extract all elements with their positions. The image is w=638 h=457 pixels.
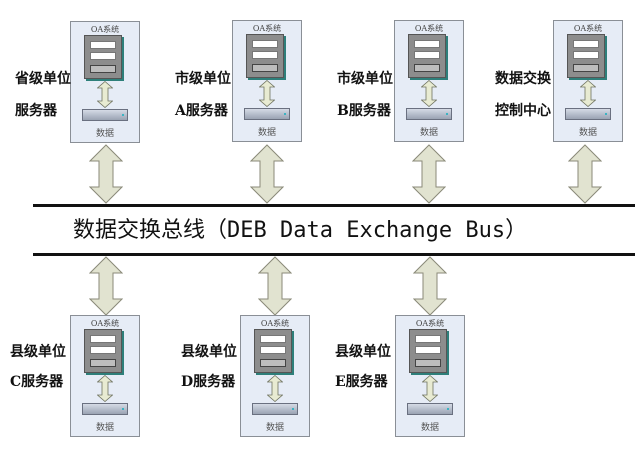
node-county-e-server: OA系统 数据 bbox=[395, 315, 465, 437]
node-label: 市级单位 B服务器 bbox=[337, 66, 393, 124]
node-county-c-server: OA系统 数据 bbox=[70, 315, 140, 437]
oa-system-label: OA系统 bbox=[415, 319, 445, 328]
node-label-line1: 省级单位 bbox=[15, 71, 71, 87]
bus-connection-arrow bbox=[89, 256, 123, 316]
node-label-line2: 控制中心 bbox=[495, 103, 551, 119]
node-label: 县级单位 C服务器 bbox=[10, 339, 66, 395]
node-label-line1: 县级单位 bbox=[181, 344, 237, 360]
data-label: 数据 bbox=[95, 423, 114, 433]
server-icon bbox=[84, 329, 122, 373]
bus-bottom-line bbox=[33, 253, 635, 256]
node-label-line1: 县级单位 bbox=[335, 344, 391, 360]
node-label: 市级单位 A服务器 bbox=[175, 66, 231, 124]
node-label-line2: E服务器 bbox=[335, 374, 388, 390]
node-label-line1: 数据交换 bbox=[495, 71, 551, 87]
server-icon bbox=[409, 329, 447, 373]
node-city-a-server: OA系统 数据 bbox=[232, 20, 302, 142]
server-icon bbox=[254, 329, 292, 373]
data-label: 数据 bbox=[578, 128, 597, 138]
data-label: 数据 bbox=[95, 129, 114, 139]
oa-system-label: OA系统 bbox=[90, 25, 120, 34]
node-provincial-server: OA系统 数据 bbox=[70, 21, 140, 143]
database-icon bbox=[82, 109, 128, 121]
oa-system-label: OA系统 bbox=[414, 24, 444, 33]
node-exchange-control-center: OA系统 数据 bbox=[553, 20, 623, 142]
bidirectional-arrow-icon bbox=[421, 80, 437, 107]
node-label-line1: 市级单位 bbox=[337, 71, 393, 87]
node-label: 省级单位 服务器 bbox=[15, 66, 71, 124]
bus-top-line bbox=[33, 204, 635, 207]
node-label-line2: B服务器 bbox=[337, 103, 391, 119]
bidirectional-arrow-icon bbox=[267, 375, 283, 402]
bus-title: 数据交换总线（DEB Data Exchange Bus） bbox=[73, 218, 528, 243]
node-label: 数据交换 控制中心 bbox=[495, 66, 551, 124]
server-icon bbox=[408, 34, 446, 78]
data-label: 数据 bbox=[420, 423, 439, 433]
server-icon bbox=[246, 34, 284, 78]
bidirectional-arrow-icon bbox=[97, 375, 113, 402]
bidirectional-arrow-icon bbox=[97, 81, 113, 108]
server-icon bbox=[84, 35, 122, 79]
data-label: 数据 bbox=[419, 128, 438, 138]
node-label-line2: D服务器 bbox=[181, 374, 236, 390]
bus-connection-arrow bbox=[89, 144, 123, 204]
bidirectional-arrow-icon bbox=[259, 80, 275, 107]
bus-connection-arrow bbox=[250, 144, 284, 204]
bus-connection-arrow bbox=[258, 256, 292, 316]
database-icon bbox=[407, 403, 453, 415]
oa-system-label: OA系统 bbox=[573, 24, 603, 33]
bidirectional-arrow-icon bbox=[422, 375, 438, 402]
bus-connection-arrow bbox=[568, 144, 602, 204]
oa-system-label: OA系统 bbox=[90, 319, 120, 328]
database-icon bbox=[244, 108, 290, 120]
database-icon bbox=[252, 403, 298, 415]
node-label-line2: A服务器 bbox=[175, 103, 228, 119]
bidirectional-arrow-icon bbox=[580, 80, 596, 107]
database-icon bbox=[565, 108, 611, 120]
database-icon bbox=[82, 403, 128, 415]
oa-system-label: OA系统 bbox=[260, 319, 290, 328]
node-label-line2: C服务器 bbox=[10, 374, 64, 390]
node-county-d-server: OA系统 数据 bbox=[240, 315, 310, 437]
node-city-b-server: OA系统 数据 bbox=[394, 20, 464, 142]
node-label-line2: 服务器 bbox=[15, 103, 57, 119]
bus-connection-arrow bbox=[413, 256, 447, 316]
data-label: 数据 bbox=[265, 423, 284, 433]
data-label: 数据 bbox=[257, 128, 276, 138]
node-label-line1: 县级单位 bbox=[10, 344, 66, 360]
node-label: 县级单位 E服务器 bbox=[335, 339, 391, 395]
server-icon bbox=[567, 34, 605, 78]
node-label-line1: 市级单位 bbox=[175, 71, 231, 87]
bus-connection-arrow bbox=[412, 144, 446, 204]
database-icon bbox=[406, 108, 452, 120]
oa-system-label: OA系统 bbox=[252, 24, 282, 33]
node-label: 县级单位 D服务器 bbox=[181, 339, 237, 395]
